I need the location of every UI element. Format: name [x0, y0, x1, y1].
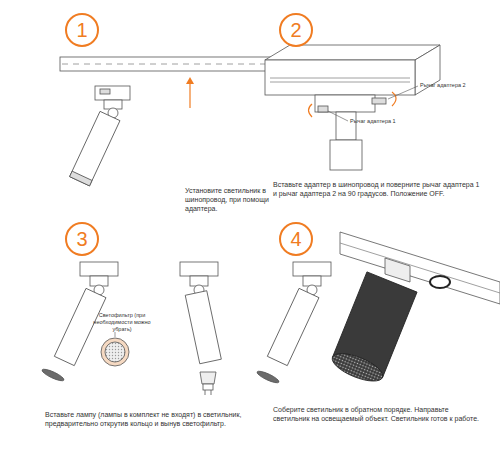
callout-label: Светофильтр (при необходимости можно убр…	[88, 312, 156, 333]
step-caption: Установите светильник в шинопровод, при …	[185, 186, 300, 213]
step2-illustration	[265, 45, 440, 170]
callout-label: Рычаг адаптера 1	[350, 118, 425, 125]
step-number-circle: 1	[65, 13, 99, 47]
step-caption: Соберите светильник в обратном порядке. …	[273, 405, 483, 423]
step3-illustration	[41, 262, 221, 395]
step-caption: Вставьте лампу (лампы в комплект не вход…	[45, 410, 260, 428]
step-number: 1	[76, 20, 87, 40]
step-number: 2	[290, 20, 301, 40]
step-number: 4	[290, 229, 301, 249]
step-number-circle: 3	[65, 222, 99, 256]
callout-label: Рычаг адаптера 2	[420, 82, 495, 89]
step-number-circle: 2	[279, 13, 313, 47]
step-number: 3	[76, 229, 87, 249]
step-caption: Вставьте адаптер в шинопровод и повернит…	[273, 180, 483, 198]
step-number-circle: 4	[279, 222, 313, 256]
